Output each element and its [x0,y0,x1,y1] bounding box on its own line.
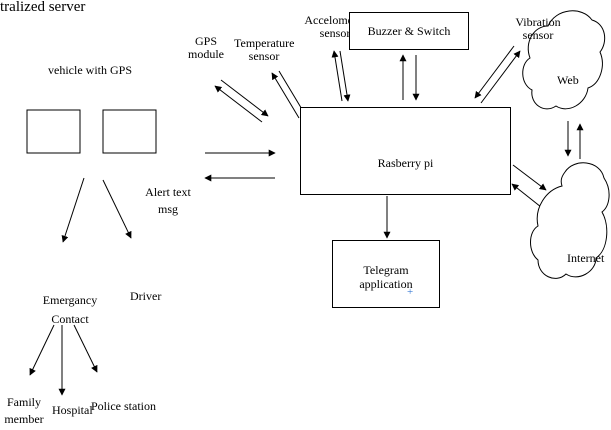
arrow-to-family [29,324,55,376]
vehicle-title: vehicle with GPS [48,63,132,77]
arrow-vehicle-to-emergency [61,177,85,243]
arrow-temp-1 [271,72,300,119]
arrow-accel-1 [331,50,343,102]
arrow-accel-2 [339,50,351,102]
arrow-internet-to-pi [511,183,542,208]
crosshair-cursor-icon: + [407,286,414,298]
web-cloud-shape [522,10,606,110]
internet-cloud-shape [530,162,610,279]
arrow-to-police [73,324,98,373]
driver-label: Driver [130,289,162,303]
arrow-vehicle-to-driver [102,179,132,239]
vehicle-box-left [26,109,81,154]
header-text: tralized server [0,0,86,15]
police-station-label: Police station [91,399,156,413]
arrow-vib-1 [474,45,515,99]
arrow-vib-2 [480,50,521,104]
arrow-gps-1 [214,85,263,123]
web-label: Web [557,73,579,87]
internet-label: Internet [567,251,605,265]
arrow-pi-to-internet [512,164,547,191]
raspberry-pi-box: Rasberry pi [300,107,511,195]
raspberry-pi-label: Rasberry pi [377,156,434,170]
hospital-label: Hospital [52,403,93,417]
buzzer-switch-box: Buzzer & Switch [349,12,469,50]
arrow-gps-2 [220,79,269,117]
buzzer-switch-label: Buzzer & Switch [367,24,451,38]
vehicle-box-right [102,109,157,154]
